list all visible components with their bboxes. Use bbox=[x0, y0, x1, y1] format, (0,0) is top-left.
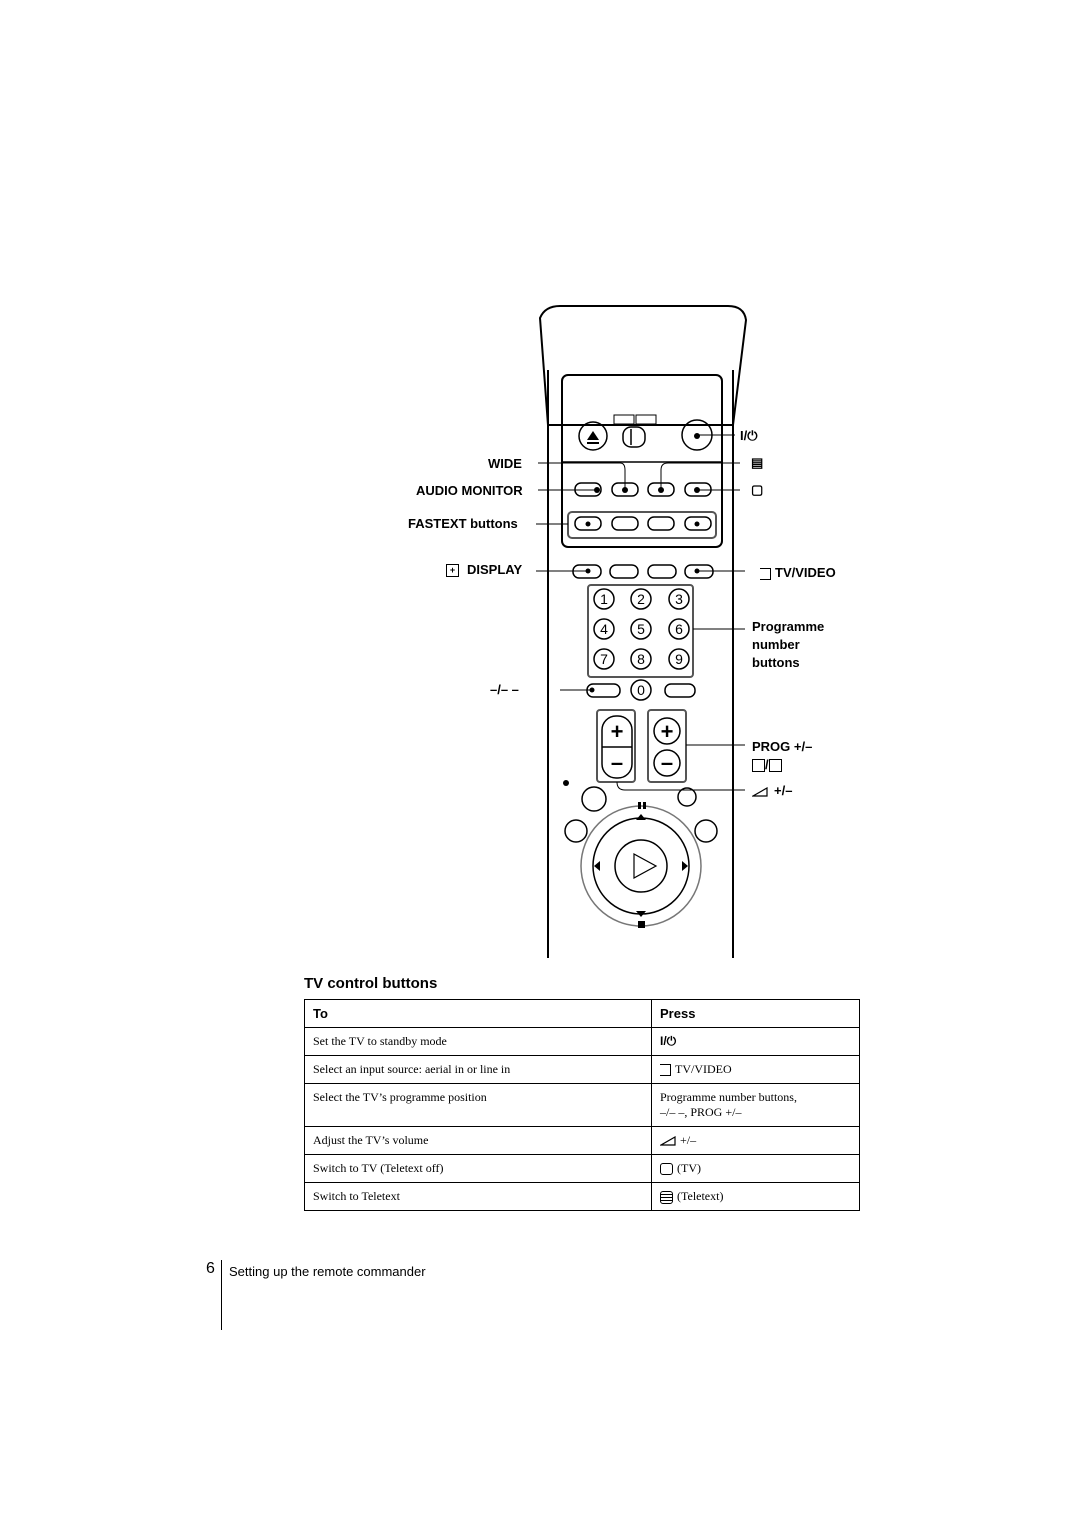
row-press: TV/VIDEO bbox=[651, 1055, 860, 1084]
row-to: Switch to Teletext bbox=[304, 1182, 652, 1211]
label-programme-1: Programme bbox=[752, 619, 825, 634]
label-programme-2: number bbox=[752, 637, 800, 652]
label-power: I/⏻ bbox=[740, 428, 758, 443]
footer-text: Setting up the remote commander bbox=[229, 1264, 426, 1279]
section-title: TV control buttons bbox=[304, 975, 438, 992]
key-1: 1 bbox=[600, 591, 608, 607]
key-8: 8 bbox=[637, 651, 645, 667]
table-header-row: To Press bbox=[304, 999, 860, 1028]
teletext-icon bbox=[660, 1190, 673, 1204]
prog-teletext-icons: / bbox=[752, 757, 782, 773]
volume-icon bbox=[750, 786, 768, 797]
header-to: To bbox=[304, 999, 652, 1028]
row-to: Adjust the TV’s volume bbox=[304, 1126, 652, 1155]
key-4: 4 bbox=[600, 621, 608, 637]
table-row: Set the TV to standby mode I/⏻ bbox=[304, 1027, 860, 1056]
volume-icon bbox=[660, 1136, 676, 1146]
key-3: 3 bbox=[675, 591, 683, 607]
label-audio-monitor: AUDIO MONITOR bbox=[416, 483, 523, 498]
header-press: Press bbox=[651, 999, 860, 1028]
svg-text:–: – bbox=[661, 750, 673, 775]
svg-text:–: – bbox=[611, 750, 623, 775]
label-prog: PROG +/– bbox=[752, 739, 813, 754]
svg-text:+: + bbox=[661, 719, 674, 744]
key-7: 7 bbox=[600, 651, 608, 667]
label-fastext: FASTEXT buttons bbox=[408, 516, 518, 531]
row-to: Set the TV to standby mode bbox=[304, 1027, 652, 1056]
label-dash: –/– – bbox=[490, 682, 519, 697]
label-display: +DISPLAY bbox=[446, 562, 522, 578]
tv-icon: ▢ bbox=[751, 482, 764, 497]
row-press: I/⏻ bbox=[651, 1027, 860, 1056]
table-row: Switch to TV (Teletext off) (TV) bbox=[304, 1154, 860, 1183]
display-icon: + bbox=[446, 564, 459, 578]
key-5: 5 bbox=[637, 621, 645, 637]
row-to: Switch to TV (Teletext off) bbox=[304, 1154, 652, 1183]
row-to: Select the TV’s programme position bbox=[304, 1083, 652, 1127]
row-press: +/– bbox=[651, 1126, 860, 1155]
tv-control-table: To Press Set the TV to standby mode I/⏻ … bbox=[304, 999, 860, 1211]
label-wide: WIDE bbox=[488, 456, 522, 471]
input-icon bbox=[660, 1064, 671, 1077]
label-programme-3: buttons bbox=[752, 655, 800, 670]
label-tv-video: TV/VIDEO bbox=[760, 565, 836, 580]
row-press: (TV) bbox=[651, 1154, 860, 1183]
key-0: 0 bbox=[637, 682, 645, 698]
row-press: (Teletext) bbox=[651, 1182, 860, 1211]
table-row: Select the TV’s programme position Progr… bbox=[304, 1083, 860, 1127]
remote-illustration: 1 2 3 4 5 6 7 8 9 0 + – + – bbox=[536, 305, 748, 958]
table-row: Select an input source: aerial in or lin… bbox=[304, 1055, 860, 1084]
teletext-icon: ▤ bbox=[751, 455, 764, 470]
svg-text:+: + bbox=[611, 719, 624, 744]
row-to: Select an input source: aerial in or lin… bbox=[304, 1055, 652, 1084]
tv-icon bbox=[660, 1163, 673, 1176]
footer-divider bbox=[221, 1260, 222, 1330]
row-press: Programme number buttons,–/– –, PROG +/– bbox=[651, 1083, 860, 1127]
table-row: Switch to Teletext (Teletext) bbox=[304, 1182, 860, 1211]
key-6: 6 bbox=[675, 621, 683, 637]
key-9: 9 bbox=[675, 651, 683, 667]
page-number: 6 bbox=[206, 1260, 215, 1277]
label-volume: +/– bbox=[750, 783, 792, 798]
input-icon bbox=[760, 567, 771, 580]
key-2: 2 bbox=[637, 591, 645, 607]
table-row: Adjust the TV’s volume +/– bbox=[304, 1126, 860, 1155]
